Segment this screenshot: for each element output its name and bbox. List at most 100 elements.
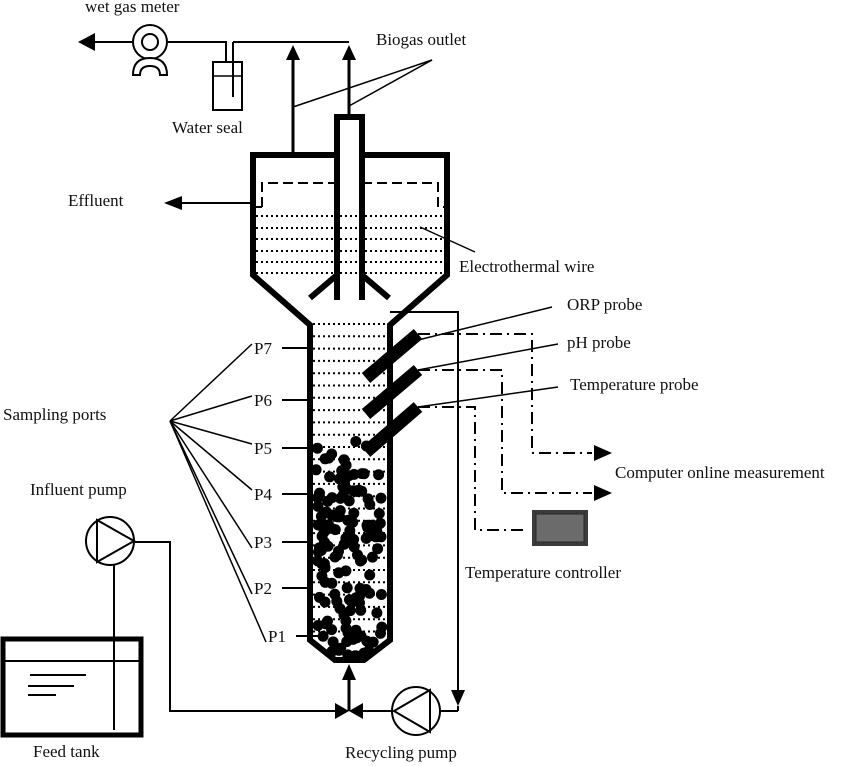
influent-pipe: [135, 541, 335, 712]
biogas-outlet-label: Biogas outlet: [376, 30, 466, 49]
granule: [350, 436, 362, 447]
baffle-left: [308, 272, 339, 301]
wet-gas-meter-icon: [131, 24, 169, 76]
granule: [326, 492, 338, 504]
port-leader-line: [169, 420, 253, 445]
granule: [329, 551, 341, 563]
granule: [364, 499, 376, 510]
granule: [364, 569, 376, 581]
granule: [364, 587, 375, 599]
granule: [346, 596, 358, 608]
ph-probe-icon: [361, 365, 423, 419]
granule: [338, 609, 350, 621]
signal-arrow-icon: [594, 445, 612, 461]
granule: [342, 514, 354, 526]
influent-pump-icon: [85, 516, 137, 566]
granule: [327, 636, 339, 648]
electrothermal-leader-line: [419, 226, 476, 253]
port-label-p6: P6: [254, 391, 272, 410]
granule: [373, 508, 385, 520]
ph-signal-line: [418, 369, 592, 494]
port-leader-line: [169, 420, 253, 595]
granule: [351, 632, 363, 644]
temperature-probe-label: Temperature probe: [570, 375, 699, 394]
biogas-arrow-icon: [286, 45, 300, 60]
biogas-leader-line: [348, 59, 433, 107]
sludge-bed: [310, 436, 388, 662]
temperature-signal-line: [418, 406, 524, 531]
temperature-leader-line: [417, 386, 559, 408]
orp-leader-line: [417, 306, 553, 341]
gas-out-arrow-icon: [78, 33, 95, 51]
influent-pump-label: Influent pump: [30, 480, 127, 499]
granule: [356, 468, 368, 480]
temperature-controller-label: Temperature controller: [465, 563, 621, 582]
ph-probe: [361, 343, 559, 419]
port-leader-line: [169, 420, 267, 643]
port-label-p7: P7: [254, 339, 272, 358]
port-label-p2: P2: [254, 579, 272, 598]
computer-online-measurement-label: Computer online measurement: [615, 463, 825, 482]
feed-tank-label: Feed tank: [33, 742, 100, 761]
port-leader-line: [169, 395, 253, 422]
granule: [358, 647, 370, 659]
granule: [352, 549, 363, 561]
granule: [373, 469, 385, 481]
granule: [348, 534, 360, 545]
granule: [366, 519, 378, 531]
granule: [314, 487, 325, 499]
granule: [316, 518, 328, 530]
port-leader-line: [169, 343, 253, 422]
three-way-valve-icon: [335, 703, 363, 719]
granule: [367, 551, 378, 563]
granule: [338, 454, 350, 466]
inlet-arrow-icon: [342, 664, 356, 680]
granule: [375, 627, 386, 639]
signal-arrow-icon: [594, 485, 612, 501]
granule: [372, 543, 384, 555]
granule: [361, 635, 373, 647]
baffle-right: [360, 272, 391, 301]
granule: [314, 591, 325, 603]
water-seal-label: Water seal: [172, 118, 243, 137]
granule: [329, 588, 341, 600]
granule: [333, 644, 345, 656]
ph-leader-line: [417, 343, 559, 371]
electrothermal-wire-label: Electrothermal wire: [459, 257, 594, 276]
granule: [348, 507, 360, 519]
granule: [326, 577, 338, 589]
granule: [371, 607, 383, 619]
granule: [360, 532, 372, 544]
orp-signal-line: [418, 333, 592, 454]
port-label-p4: P4: [254, 485, 272, 504]
granule: [353, 484, 365, 496]
granule: [375, 589, 387, 600]
granule: [337, 489, 349, 501]
granule: [341, 582, 353, 594]
granule: [340, 622, 352, 634]
reactor-body: [250, 114, 450, 663]
central-gas-tube: [334, 114, 365, 300]
effluent-label: Effluent: [68, 191, 124, 210]
granule: [336, 465, 348, 477]
water-seal-icon: [212, 42, 243, 111]
granule: [317, 630, 329, 642]
temperature-probe: [361, 386, 559, 457]
port-label-p1: P1: [268, 627, 286, 646]
sampling-ports-label: Sampling ports: [3, 405, 106, 424]
electrothermal-wire-settler: [256, 215, 444, 274]
orp-probe-icon: [361, 329, 423, 383]
granule: [311, 442, 323, 454]
granule: [312, 620, 324, 631]
granule: [344, 525, 356, 537]
recycle-arrow-icon: [451, 690, 465, 706]
granule: [312, 546, 324, 558]
port-leader-line: [169, 420, 253, 549]
granule: [318, 558, 330, 570]
recycling-pump-icon: [391, 686, 441, 736]
temperature-probe-icon: [361, 402, 423, 457]
granule: [333, 567, 345, 579]
granule: [316, 570, 328, 582]
